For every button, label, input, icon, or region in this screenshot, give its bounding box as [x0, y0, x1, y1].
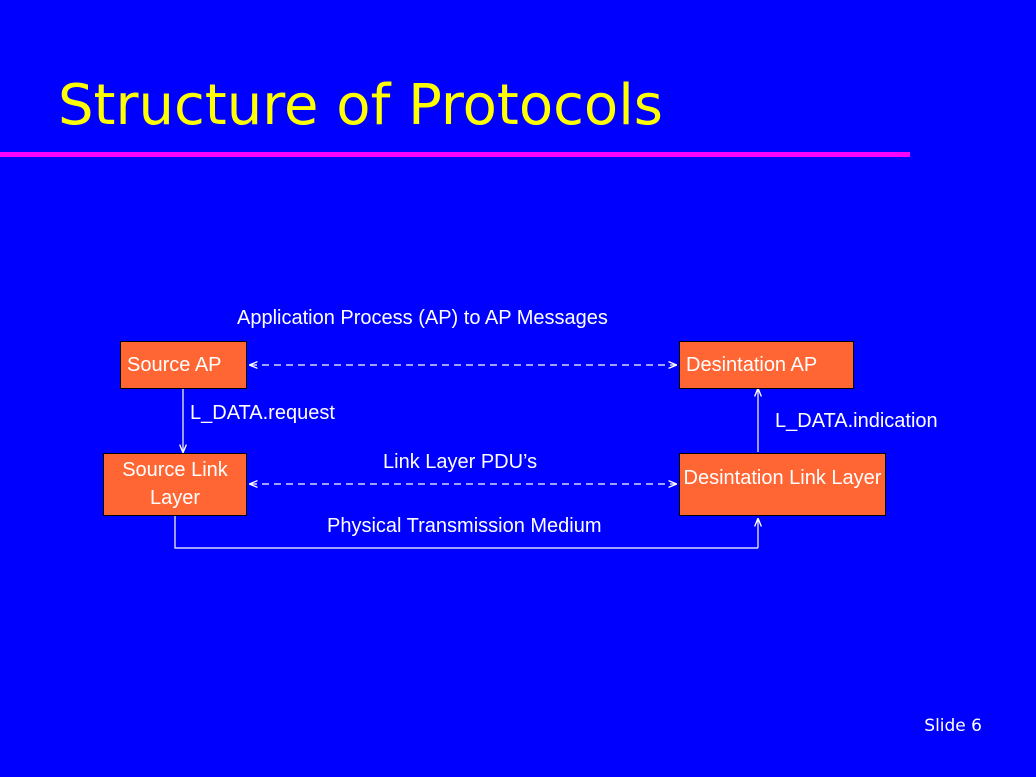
destination-link-layer-node: Desintation Link Layer [679, 453, 886, 516]
source-ap-node: Source AP [120, 341, 247, 389]
link-pdu-label: Link Layer PDU’s [383, 451, 538, 473]
data-indication-label: L_DATA.indication [775, 410, 938, 432]
physical-medium-path [174, 516, 758, 549]
source-link-layer-node: Source Link Layer [103, 453, 247, 516]
title-underline [0, 152, 910, 157]
slide-number: Slide 6 [924, 716, 982, 736]
ap-to-ap-label: Application Process (AP) to AP Messages [237, 307, 608, 329]
data-request-label: L_DATA.request [190, 402, 335, 424]
physical-medium-label: Physical Transmission Medium [327, 515, 602, 537]
destination-ap-node: Desintation AP [679, 341, 854, 389]
slide-title: Structure of Protocols [58, 73, 663, 138]
